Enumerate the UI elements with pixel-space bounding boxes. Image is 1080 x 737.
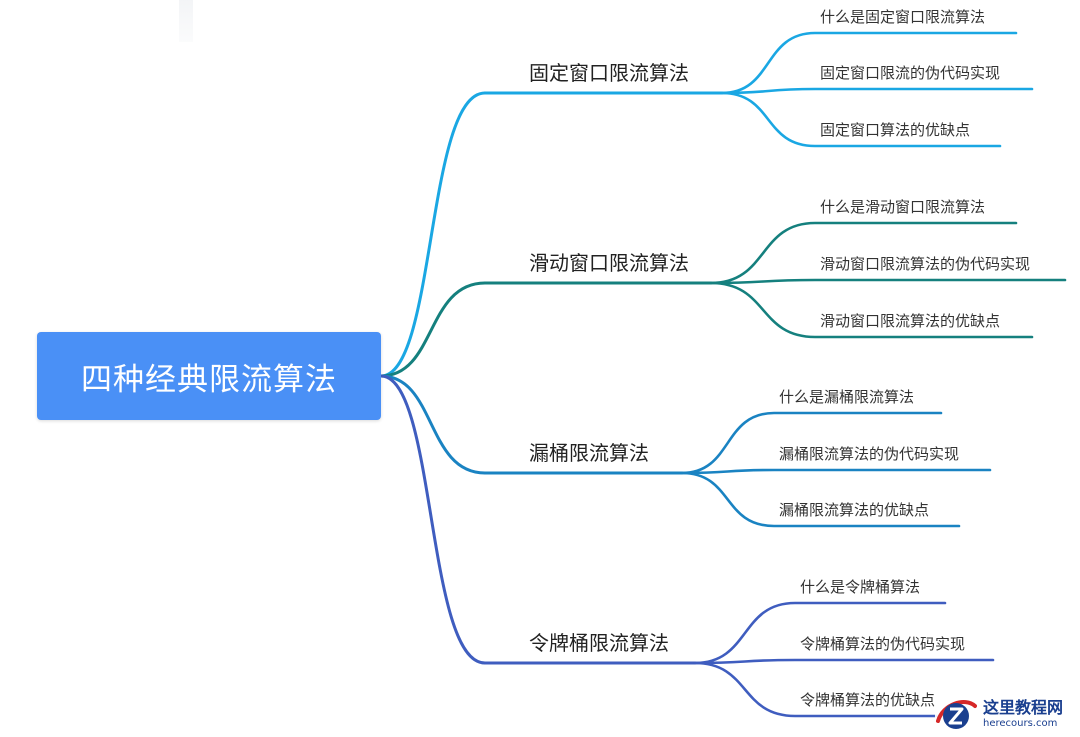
link-b2-l1	[680, 468, 992, 475]
link-b0-l1	[720, 87, 1034, 95]
leaf-node[interactable]: 什么是令牌桶算法	[800, 578, 921, 596]
link-b3-l0	[693, 601, 947, 665]
branch-node-leaky-bucket[interactable]: 漏桶限流算法	[529, 441, 649, 465]
watermark-logo: 这里教程网 herecours.com	[935, 694, 1077, 734]
leaf-node[interactable]: 漏桶限流算法的伪代码实现	[779, 445, 960, 463]
leaf-node[interactable]: 固定窗口算法的优缺点	[820, 121, 971, 139]
link-b2-l2	[680, 471, 961, 528]
leaf-node[interactable]: 滑动窗口限流算法的优缺点	[820, 312, 1001, 330]
link-root-b0	[379, 91, 487, 378]
link-b3-l2	[693, 661, 962, 718]
leaf-node[interactable]: 滑动窗口限流算法的伪代码实现	[820, 255, 1031, 273]
link-b1-l2	[709, 281, 1034, 339]
link-root-b3	[379, 374, 487, 665]
link-b0-l2	[720, 91, 1002, 148]
link-b0-l0	[720, 31, 1018, 95]
decorative-bar	[179, 0, 193, 42]
branch-node-token-bucket[interactable]: 令牌桶限流算法	[529, 631, 669, 655]
leaf-node[interactable]: 固定窗口限流的伪代码实现	[820, 64, 1001, 82]
branch-node-fixed-window[interactable]: 固定窗口限流算法	[529, 61, 689, 85]
leaf-node[interactable]: 什么是固定窗口限流算法	[820, 8, 986, 26]
link-b1-l0	[709, 221, 1018, 285]
leaf-node[interactable]: 令牌桶算法的优缺点	[800, 691, 936, 709]
site-logo-icon	[936, 700, 977, 729]
link-b2-l0	[680, 411, 943, 475]
link-root-b1	[379, 281, 487, 378]
leaf-node[interactable]: 令牌桶算法的伪代码实现	[800, 635, 966, 653]
watermark-url: herecours.com	[983, 717, 1058, 729]
branch-node-sliding-window[interactable]: 滑动窗口限流算法	[529, 251, 689, 275]
root-node[interactable]: 四种经典限流算法	[37, 332, 381, 420]
leaf-node[interactable]: 什么是滑动窗口限流算法	[820, 198, 986, 216]
link-b3-l1	[693, 658, 995, 665]
leaf-node[interactable]: 什么是漏桶限流算法	[779, 388, 915, 406]
watermark-title: 这里教程网	[983, 697, 1064, 717]
leaf-node[interactable]: 漏桶限流算法的优缺点	[779, 501, 930, 519]
link-b1-l1	[709, 278, 1067, 285]
link-root-b2	[379, 374, 487, 475]
